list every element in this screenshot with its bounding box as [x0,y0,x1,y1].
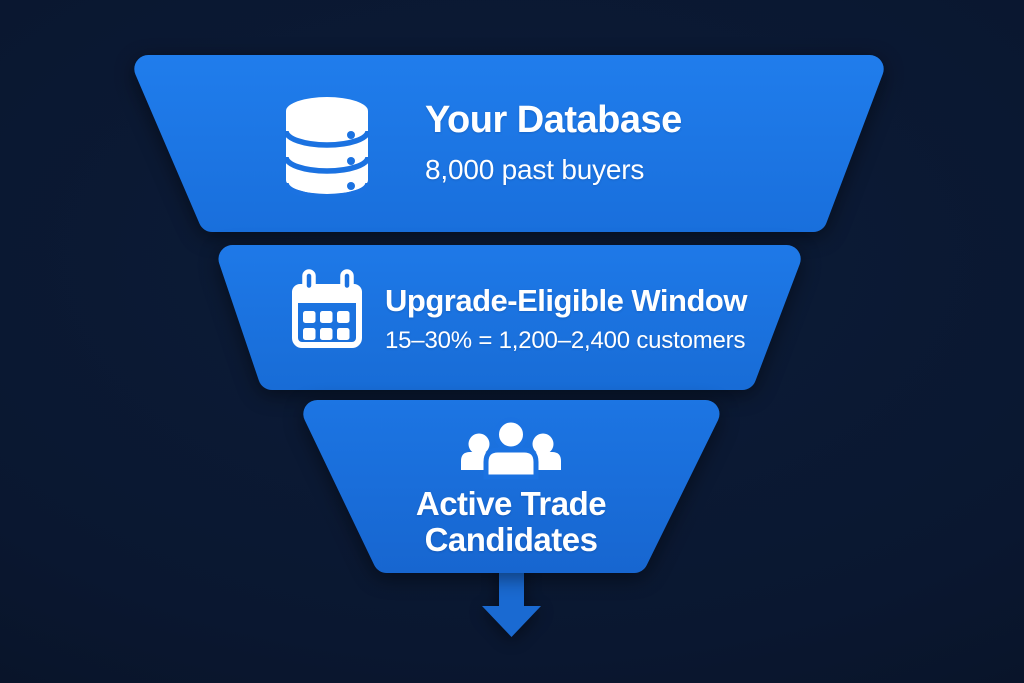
tier-1-subtitle: 8,000 past buyers [425,154,645,185]
tier-2-title: Upgrade-Eligible Window [385,283,747,318]
tier-1-content: Your Database 8,000 past buyers [425,99,682,190]
calendar-icon [285,264,369,357]
funnel-tier-3-shape [303,400,720,573]
down-arrow-icon [482,552,541,637]
tier-2-subtitle: 15–30% = 1,200–2,400 customers [385,327,746,354]
tier-3-content: Active Trade Candidates [401,486,621,558]
people-icon [455,415,567,488]
tier-2-content: Upgrade-Eligible Window 15–30% = 1,200–2… [385,283,747,357]
tier-3-title: Active Trade Candidates [415,485,607,558]
tier-1-title: Your Database [425,99,682,141]
database-icon [283,96,371,201]
funnel-tier-2-shape [218,245,801,390]
